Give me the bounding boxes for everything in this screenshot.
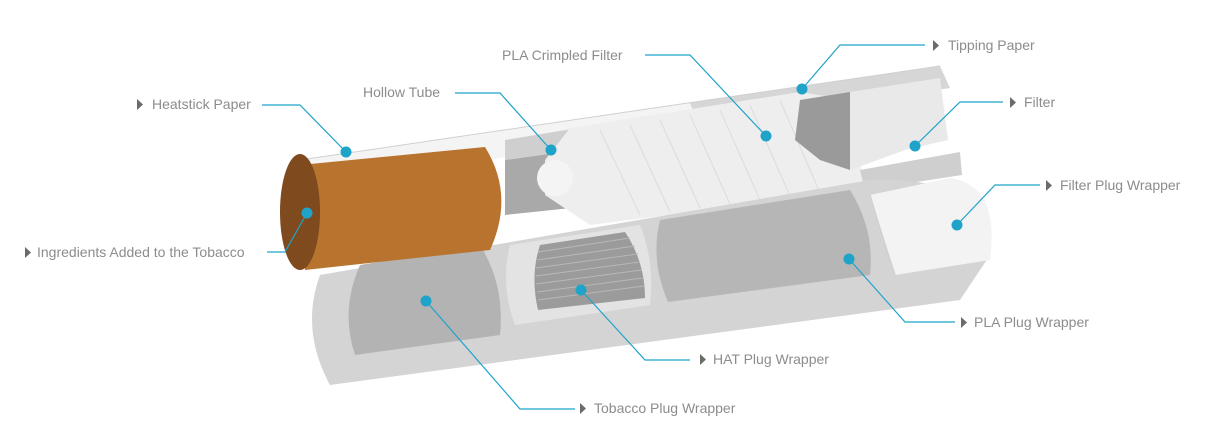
label-text: PLA Plug Wrapper [974,314,1089,330]
leader-ingredients [267,212,308,253]
label-tobacco-plug-wrapper: Tobacco Plug Wrapper [580,400,736,416]
labels: Heatstick Paper Hollow Tube PLA Crimpled… [25,37,1181,416]
triangle-right-icon [137,99,143,110]
dot-icon [545,144,557,156]
lower-tube [312,178,992,385]
triangle-right-icon [1010,97,1016,108]
pla-plug-wrapper-inner [656,190,871,302]
triangle-right-icon [25,247,31,258]
dot-icon [575,284,587,296]
label-text: HAT Plug Wrapper [713,351,829,367]
label-heatstick-paper: Heatstick Paper [137,96,251,112]
crimp-lines [599,99,821,216]
anchor-dots [301,83,963,307]
label-text: Heatstick Paper [152,96,251,112]
label-tipping-paper: Tipping Paper [933,37,1035,53]
leader-filter-plug-wrapper [956,184,1040,226]
leader-pla-crimpled-filter [645,54,767,137]
label-ingredients: Ingredients Added to the Tobacco [25,244,245,260]
label-text: Tobacco Plug Wrapper [594,400,736,416]
label-text: Hollow Tube [363,84,440,100]
label-text: Ingredients Added to the Tobacco [37,244,245,260]
leader-filter [914,101,1003,147]
leader-hat-plug-wrapper [580,289,690,361]
leader-lines [262,44,1040,410]
hat-rib-lines [535,237,645,301]
pla-filter-nose [537,160,573,196]
label-text: Tipping Paper [948,37,1035,53]
upper-edge-line [299,65,941,161]
label-filter-plug-wrapper: Filter Plug Wrapper [1046,177,1181,193]
dot-icon [796,83,808,95]
triangle-right-icon [1046,180,1052,191]
dot-icon [909,140,921,152]
pla-crimpled-filter-body [545,92,865,225]
leader-hollow-tube [455,92,552,151]
label-hollow-tube: Hollow Tube [363,84,440,100]
filter-plug-wrapper-edge [869,194,896,276]
leader-tobacco-plug-wrapper [425,300,575,410]
tobacco-plug [280,147,502,270]
dot-icon [340,146,352,158]
dot-icon [420,295,432,307]
label-pla-plug-wrapper: PLA Plug Wrapper [961,314,1089,330]
triangle-right-icon [580,403,586,414]
hat-plug-ribs [534,232,645,310]
label-hat-plug-wrapper: HAT Plug Wrapper [700,351,829,367]
leader-tipping-paper [801,44,925,90]
tobacco-plug-end [280,154,320,270]
filter-plug-wrapper [870,178,992,275]
dot-icon [951,219,963,231]
triangle-right-icon [961,317,967,328]
label-text: Filter Plug Wrapper [1060,177,1181,193]
dot-icon [301,207,313,219]
dot-icon [843,253,855,265]
label-pla-crimpled-filter: PLA Crimpled Filter [502,47,623,63]
label-filter: Filter [1010,94,1055,110]
dot-icon [760,130,772,142]
label-text: PLA Crimpled Filter [502,47,623,63]
tobacco-plug-body [300,147,502,270]
triangle-right-icon [700,354,706,365]
filter-cut-shadow [795,92,850,170]
triangle-right-icon [933,40,939,51]
label-text: Filter [1024,94,1055,110]
leader-pla-plug-wrapper [848,258,955,323]
leader-heatstick-paper [262,104,347,153]
filter-end [850,78,948,170]
